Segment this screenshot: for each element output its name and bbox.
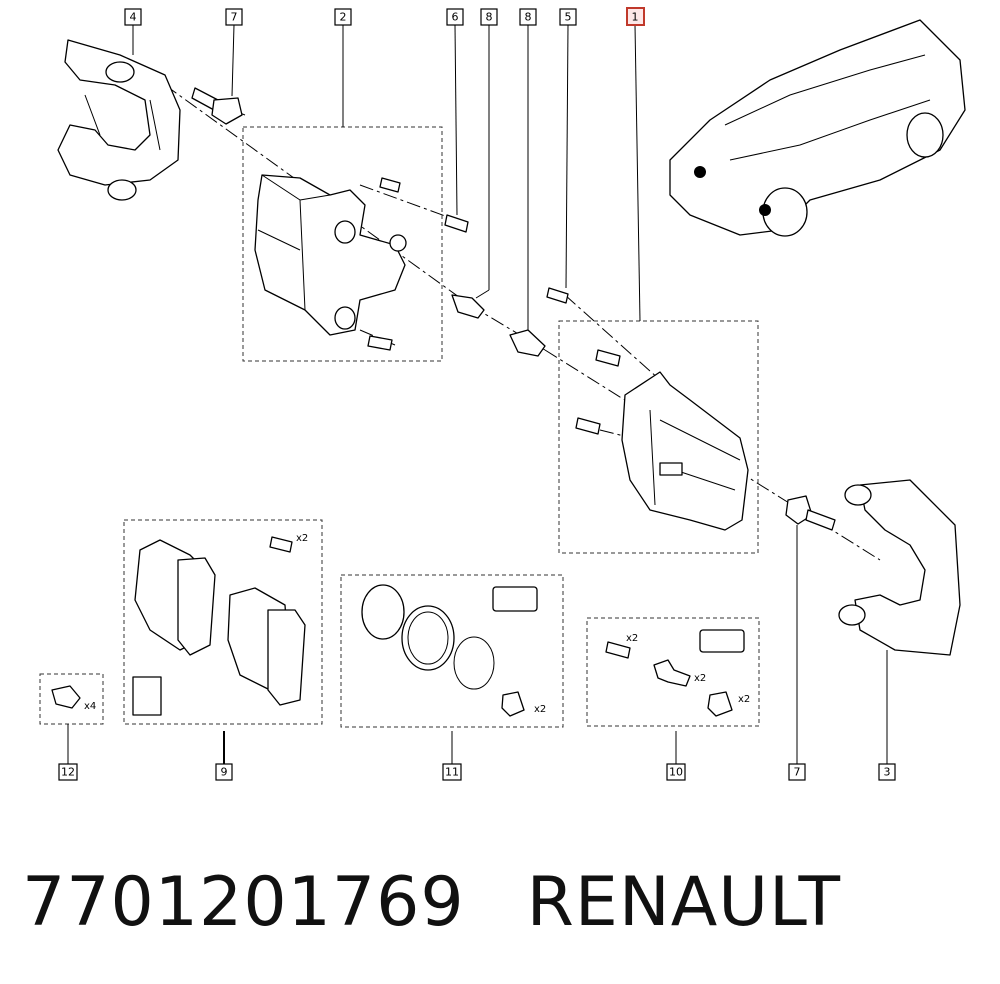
group-box-10: [586, 617, 760, 727]
bolt-5-part: [546, 287, 569, 304]
caliper-left-part: [254, 174, 407, 351]
callout-label: 1: [632, 11, 639, 24]
callout-box: [480, 8, 498, 26]
callout-box: [788, 763, 806, 781]
caliper-bracket-right-part: [838, 479, 961, 656]
callout-box: [666, 763, 686, 781]
brake-pads-kit-part: [132, 536, 306, 716]
callout-box: [559, 8, 577, 26]
callout-label: 10: [669, 766, 683, 779]
fitting-kit-part: [605, 629, 745, 717]
sleeve-left-part: [451, 294, 485, 319]
qty-pad-bolts: x2: [296, 533, 308, 544]
group-box-11: [340, 574, 564, 728]
caliper-right-part: [575, 349, 749, 531]
bracket-bolt-right-part: [785, 495, 836, 531]
quantity-labels: x2 x2 x2 x2 x2 x4: [84, 533, 750, 715]
callout-label: 4: [130, 11, 137, 24]
callout-box: [58, 763, 78, 781]
part-number: 7701201769: [22, 863, 465, 942]
callout-label: 8: [525, 11, 532, 24]
callout-label: 5: [565, 11, 572, 24]
callout-box-selected: [626, 7, 645, 26]
callout-box: [124, 8, 142, 26]
callout-label: 3: [884, 766, 891, 779]
callout-label: 12: [61, 766, 75, 779]
qty-seal-cap: x2: [534, 704, 546, 715]
group-box-1: [558, 320, 759, 554]
product-caption: 7701201769 RENAULT: [22, 858, 982, 948]
qty-fitting-bolt: x2: [626, 633, 638, 644]
callout-label: 9: [221, 766, 228, 779]
callout-label: 7: [794, 766, 801, 779]
qty-fitting-pin: x2: [694, 673, 706, 684]
callout-label: 7: [231, 11, 238, 24]
caliper-bracket-left-part: [57, 39, 181, 201]
guide-pin-bolt-part: [444, 214, 469, 233]
group-box-12: [39, 673, 104, 725]
callouts: 4 7 2 6 8 8 5 1 12: [58, 7, 896, 781]
brand-name: RENAULT: [526, 863, 842, 942]
callout-box: [878, 763, 896, 781]
group-box-9: [123, 519, 323, 725]
seal-kit-part: [361, 584, 538, 717]
callout-box: [215, 763, 233, 781]
callout-box: [446, 8, 464, 26]
callout-box: [334, 8, 352, 26]
callout-label: 2: [340, 11, 347, 24]
callout-box: [519, 8, 537, 26]
qty-fitting-cap: x2: [738, 694, 750, 705]
callout-box: [225, 8, 243, 26]
qty-clips: x4: [84, 701, 96, 712]
callout-label: 8: [486, 11, 493, 24]
bracket-bolt-top-part: [191, 87, 243, 125]
car-illustration: [669, 19, 966, 237]
callout-box: [442, 763, 462, 781]
callout-label: 11: [445, 766, 459, 779]
callout-label: 6: [452, 11, 459, 24]
sleeve-right-part: [509, 329, 546, 357]
clips-part: [51, 685, 81, 709]
